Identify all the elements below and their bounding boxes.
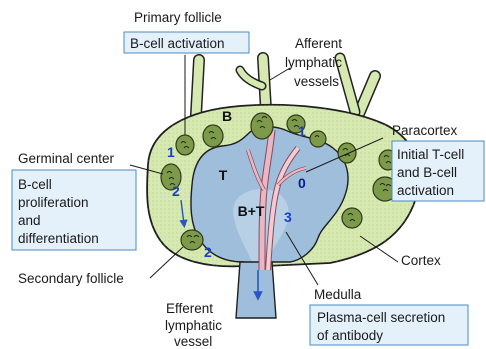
follicle	[251, 113, 273, 139]
t-zone-label: T	[219, 167, 228, 183]
efferent-label-line2: lymphatic	[165, 318, 222, 333]
germinal-center-label: Germinal center	[18, 151, 115, 166]
efferent-label-line1: Efferent	[166, 301, 213, 316]
medulla-label: Medulla	[314, 287, 362, 302]
secondary-follicle-label: Secondary follicle	[18, 271, 124, 286]
step-2-lower: 2	[204, 244, 212, 260]
proliferation-box: B-cell proliferation and differentiation	[12, 170, 136, 250]
plasma-cell-box: Plasma-cell secretion of antibody	[310, 305, 468, 345]
primary-follicle	[176, 135, 194, 155]
primary-follicle-label: Primary follicle	[134, 10, 222, 25]
step-1-left: 1	[167, 144, 175, 160]
efferent-vessel	[236, 262, 276, 318]
secondary-follicle	[181, 230, 203, 250]
proliferation-line4: differentiation	[18, 231, 99, 246]
t-activation-line2: and B-cell	[397, 165, 457, 180]
b-cell-activation-box: B-cell activation	[124, 32, 249, 53]
bt-zone-label: B+T	[238, 203, 265, 219]
follicle	[338, 143, 356, 163]
t-cell-activation-box: Initial T-cell and B-cell activation	[392, 141, 484, 201]
b-zone-label: B	[222, 108, 232, 124]
cortex-label: Cortex	[401, 253, 441, 268]
afferent-label-line1: Afferent	[295, 36, 342, 51]
follicle	[203, 125, 223, 147]
paracortex-label: Paracortex	[392, 123, 458, 138]
proliferation-line2: proliferation	[18, 195, 89, 210]
follicle	[342, 208, 362, 228]
afferent-label-line3: vessels	[294, 74, 339, 89]
plasma-line1: Plasma-cell secretion	[317, 310, 445, 325]
proliferation-line1: B-cell	[18, 177, 52, 192]
step-0: 0	[298, 175, 306, 191]
efferent-label-line3: vessel	[174, 334, 212, 349]
step-3: 3	[284, 209, 292, 225]
t-activation-line1: Initial T-cell	[397, 147, 464, 162]
follicle	[310, 131, 326, 147]
afferent-label-line2: lymphatic	[285, 55, 342, 70]
step-1-right: 1	[298, 123, 306, 139]
step-2-upper: 2	[172, 183, 180, 199]
proliferation-line3: and	[18, 213, 41, 228]
b-cell-activation-text: B-cell activation	[130, 36, 225, 51]
t-activation-line3: activation	[397, 183, 454, 198]
plasma-line2: of antibody	[317, 328, 383, 343]
